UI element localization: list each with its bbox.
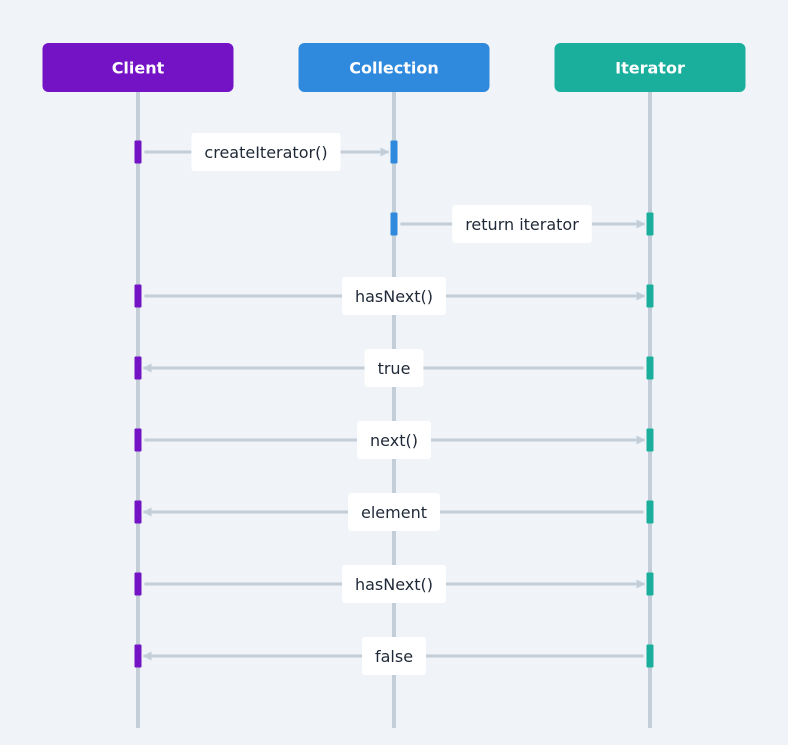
- message-label-box: [364, 349, 424, 387]
- collection-label: Collection: [349, 59, 439, 78]
- message-1: createIterator(): [134, 133, 398, 171]
- iterator-box: [554, 43, 746, 92]
- activation-iterator: [646, 212, 654, 236]
- participant-collection[interactable]: Collection: [298, 43, 490, 92]
- message-2: return iterator: [390, 205, 654, 243]
- participant-client[interactable]: Client: [42, 43, 234, 92]
- iterator-label: Iterator: [615, 59, 685, 78]
- message-label-box: [361, 637, 427, 675]
- message-5: next(): [134, 421, 654, 459]
- message-3: hasNext(): [134, 277, 654, 315]
- activation-client: [134, 428, 142, 452]
- activation-iterator: [646, 284, 654, 308]
- message-6: element: [134, 493, 654, 531]
- activation-client: [134, 356, 142, 380]
- client-box: [42, 43, 234, 92]
- lifelines: [136, 92, 652, 728]
- activation-iterator: [646, 356, 654, 380]
- message-label: false: [375, 647, 413, 666]
- activation-iterator: [646, 644, 654, 668]
- message-label: element: [361, 503, 427, 522]
- activation-client: [134, 644, 142, 668]
- message-label-box: [341, 277, 447, 315]
- message-label-box: [348, 493, 440, 531]
- message-7: hasNext(): [134, 565, 654, 603]
- message-8: false: [134, 637, 654, 675]
- message-label: true: [378, 359, 411, 378]
- message-4: true: [134, 349, 654, 387]
- activation-collection: [390, 212, 398, 236]
- activation-client: [134, 572, 142, 596]
- activation-iterator: [646, 572, 654, 596]
- message-label: hasNext(): [355, 575, 433, 594]
- activation-iterator: [646, 500, 654, 524]
- activation-client: [134, 140, 142, 164]
- message-label: createIterator(): [204, 143, 327, 162]
- activation-client: [134, 284, 142, 308]
- message-label: return iterator: [465, 215, 579, 234]
- message-label-box: [452, 205, 592, 243]
- client-label: Client: [112, 59, 165, 78]
- participants: Client Collection Iterator: [42, 43, 746, 92]
- message-label-box: [191, 133, 341, 171]
- activation-collection: [390, 140, 398, 164]
- participant-iterator[interactable]: Iterator: [554, 43, 746, 92]
- message-label: next(): [370, 431, 418, 450]
- message-label-box: [341, 565, 447, 603]
- messages: createIterator() return iterator hasNext()…: [134, 133, 654, 675]
- activation-client: [134, 500, 142, 524]
- activation-iterator: [646, 428, 654, 452]
- collection-box: [298, 43, 490, 92]
- message-label: hasNext(): [355, 287, 433, 306]
- message-label-box: [357, 421, 431, 459]
